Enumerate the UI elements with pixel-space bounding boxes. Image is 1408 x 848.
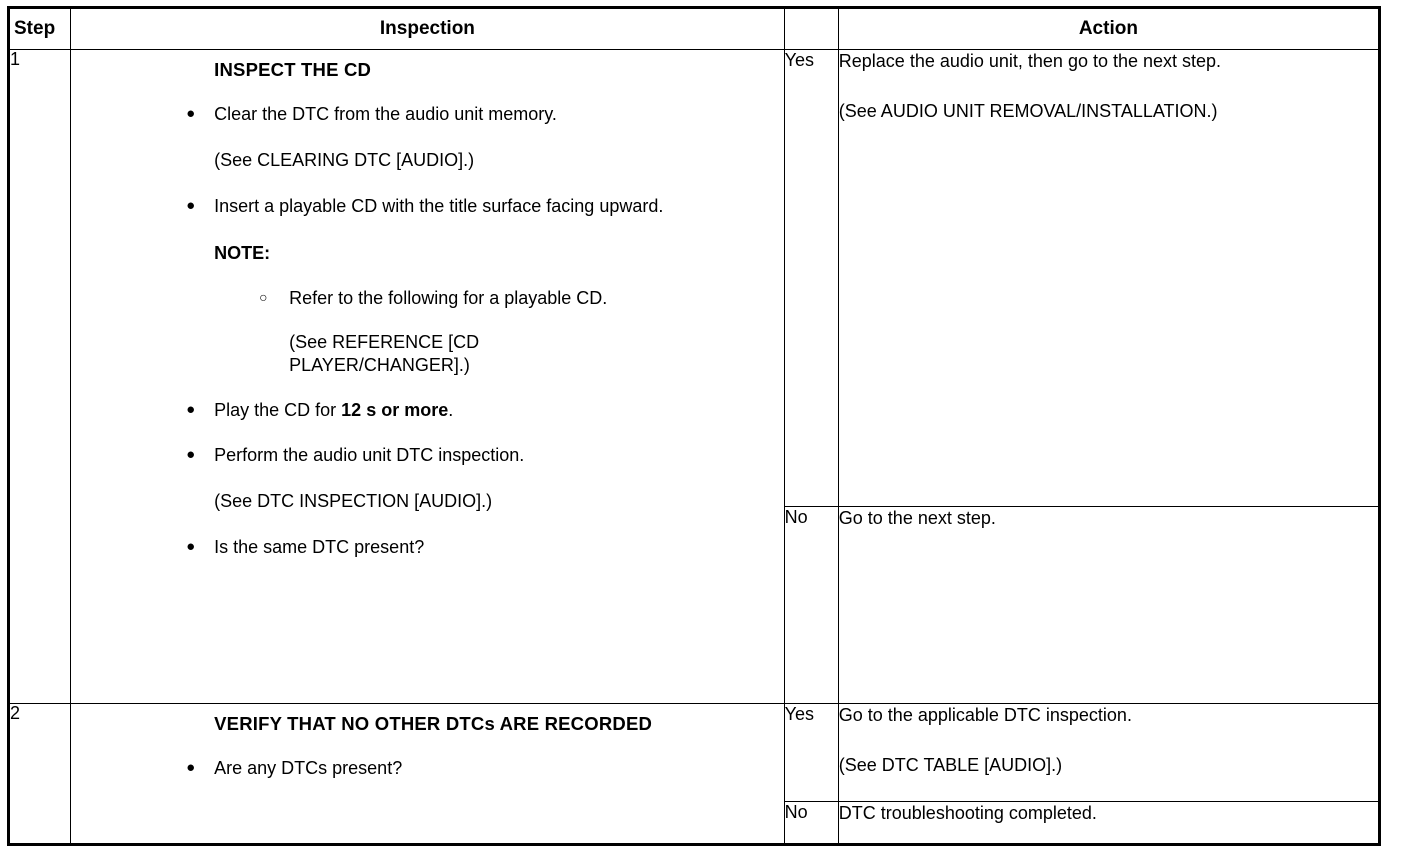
list-item: ○ Refer to the following for a playable …	[71, 287, 784, 311]
list-item-text-post: .	[448, 399, 454, 420]
action-text: Replace the audio unit, then go to the n…	[838, 51, 1222, 71]
header-result-spacer	[783, 7, 839, 50]
inspection-cell-step1: INSPECT THE CD ● Clear the DTC from the …	[70, 49, 785, 704]
troubleshooting-table: Step Inspection Action 1 INSPECT THE CD …	[7, 6, 1381, 846]
reference-note: (See DTC INSPECTION [AUDIO].)	[214, 491, 493, 512]
table-row: 2 VERIFY THAT NO OTHER DTCs ARE RECORDED…	[7, 703, 1381, 845]
list-item-label: Refer to the following for a playable CD…	[289, 287, 608, 308]
result-label-no: No	[783, 801, 839, 845]
header-step: Step	[7, 7, 72, 50]
step-number: 2	[7, 703, 72, 845]
list-item-label: Perform the audio unit DTC inspection.	[214, 445, 525, 466]
result-label-yes: Yes	[783, 703, 839, 802]
result-label-no: No	[783, 506, 839, 704]
header-action: Action	[837, 7, 1381, 50]
action-text: Go to the next step.	[838, 508, 996, 528]
table-row: 1 INSPECT THE CD ● Clear the DTC from th…	[7, 49, 1381, 704]
list-item: ● Are any DTCs present?	[71, 757, 784, 781]
header-inspection: Inspection	[70, 7, 785, 50]
inspection-title: INSPECT THE CD	[214, 59, 372, 80]
list-item: ● Perform the audio unit DTC inspection.	[71, 444, 784, 468]
list-item-label: Play the CD for 12 s or more.	[214, 399, 784, 423]
list-item-text-emphasis: 12 s or more	[341, 399, 449, 420]
inspection-title: VERIFY THAT NO OTHER DTCs ARE RECORDED	[214, 713, 653, 734]
list-item-text-pre: Play the CD for	[214, 399, 342, 420]
filled-bullet-icon: ●	[186, 446, 196, 464]
action-cell-step1-yes: Replace the audio unit, then go to the n…	[837, 49, 1381, 507]
result-label-yes: Yes	[783, 49, 839, 507]
list-item: ● Play the CD for 12 s or more.	[71, 399, 784, 423]
list-item-label: Insert a playable CD with the title surf…	[214, 195, 664, 216]
action-text: Go to the applicable DTC inspection.	[838, 705, 1132, 725]
list-item-label: Clear the DTC from the audio unit memory…	[214, 104, 557, 125]
action-text: DTC troubleshooting completed.	[838, 803, 1097, 823]
action-cell-step1-no: Go to the next step.	[837, 506, 1381, 704]
action-cell-step2-no: DTC troubleshooting completed.	[837, 801, 1381, 845]
list-item: ● Is the same DTC present?	[71, 536, 784, 560]
filled-bullet-icon: ●	[186, 196, 196, 214]
step-number: 1	[7, 49, 72, 704]
action-reference: (See AUDIO UNIT REMOVAL/INSTALLATION.)	[838, 100, 1218, 121]
filled-bullet-icon: ●	[186, 759, 196, 777]
reference-note: (See REFERENCE [CD PLAYER/CHANGER].)	[289, 331, 480, 375]
list-item-label: Is the same DTC present?	[214, 536, 425, 557]
table-row: No DTC troubleshooting completed.	[9, 801, 1381, 845]
filled-bullet-icon: ●	[186, 537, 196, 555]
table-row: No Go to the next step.	[9, 506, 1381, 704]
list-item: ● Clear the DTC from the audio unit memo…	[71, 103, 784, 127]
reference-note: (See CLEARING DTC [AUDIO].)	[214, 149, 475, 170]
note-label: NOTE:	[214, 243, 271, 264]
action-cell-step2-yes: Go to the applicable DTC inspection. (Se…	[837, 703, 1381, 802]
list-item: ● Insert a playable CD with the title su…	[71, 195, 784, 219]
action-reference: (See DTC TABLE [AUDIO].)	[838, 754, 1063, 775]
inspection-cell-step2: VERIFY THAT NO OTHER DTCs ARE RECORDED ●…	[70, 703, 785, 845]
filled-bullet-icon: ●	[186, 400, 196, 418]
list-item-label: Are any DTCs present?	[214, 758, 403, 779]
hollow-bullet-icon: ○	[259, 288, 268, 305]
table-header-row: Step Inspection Action	[7, 7, 1381, 50]
filled-bullet-icon: ●	[186, 105, 196, 123]
